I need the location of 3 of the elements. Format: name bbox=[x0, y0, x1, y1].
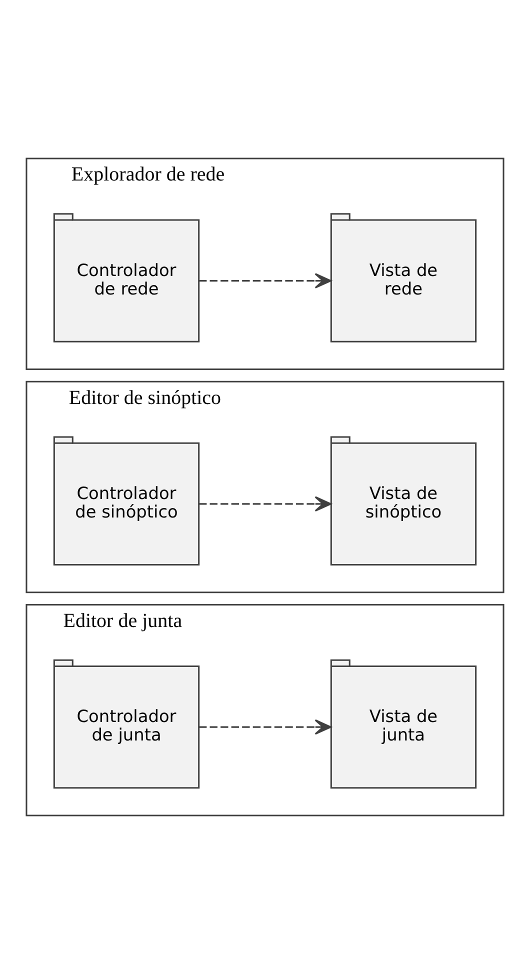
arrow bbox=[199, 273, 332, 288]
arrow bbox=[199, 719, 332, 735]
arrow bbox=[199, 496, 332, 512]
